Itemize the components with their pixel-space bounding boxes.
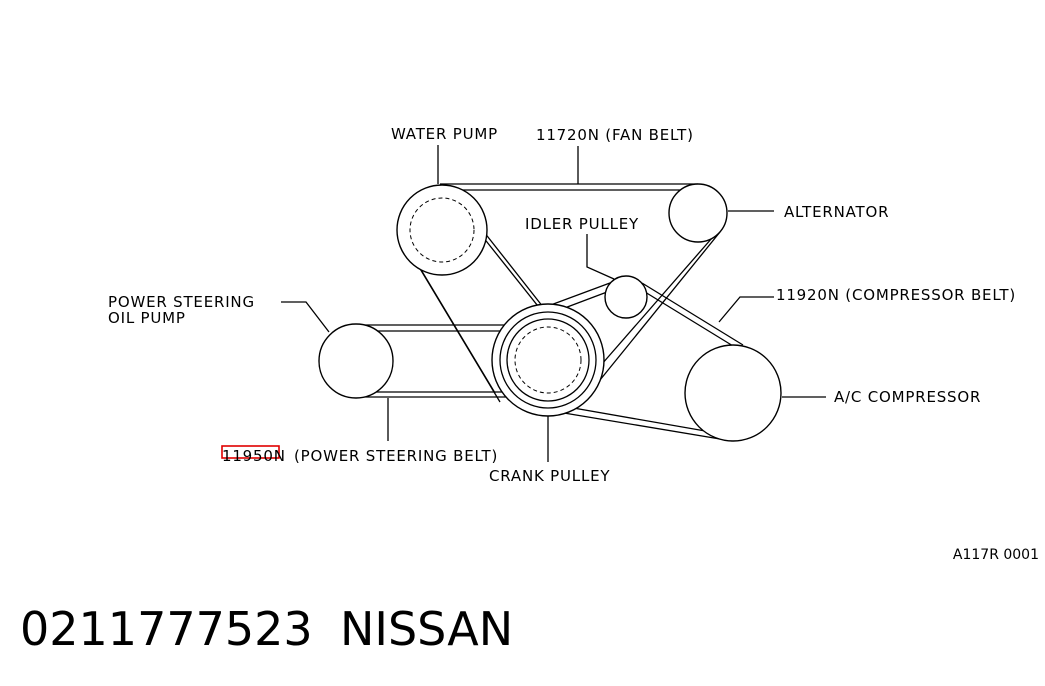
footer-part-number: 0211777523 xyxy=(20,602,313,656)
power-steering-pump-label-line2: OIL PUMP xyxy=(108,309,186,327)
water-pump-pulley xyxy=(396,184,488,276)
part-number-highlight xyxy=(221,445,280,459)
idler-pulley-label: IDLER PULLEY xyxy=(525,215,639,233)
crank-pulley-label: CRANK PULLEY xyxy=(489,467,610,485)
power-steering-belt-label: (POWER STEERING BELT) xyxy=(294,447,498,465)
power-steering-pump-label-line1: POWER STEERING xyxy=(108,293,255,311)
fan-belt-label: 11720N (FAN BELT) xyxy=(536,126,694,144)
ac-compressor-label: A/C COMPRESSOR xyxy=(834,388,981,406)
footer-brand: NISSAN xyxy=(340,602,513,656)
power-steering-belt-part-number: 11950N xyxy=(222,447,286,465)
alternator-pulley xyxy=(668,183,728,243)
compressor-belt-label: 11920N (COMPRESSOR BELT) xyxy=(776,286,1016,304)
power-steering-pump-pulley xyxy=(318,323,394,399)
crank-pulley xyxy=(491,303,605,417)
ac-compressor-pulley xyxy=(684,344,782,442)
leader-lines xyxy=(281,145,826,462)
idler-pulley xyxy=(604,275,648,319)
water-pump-label: WATER PUMP xyxy=(391,125,498,143)
figure-reference: A117R 0001 xyxy=(953,547,1039,563)
alternator-label: ALTERNATOR xyxy=(784,203,889,221)
